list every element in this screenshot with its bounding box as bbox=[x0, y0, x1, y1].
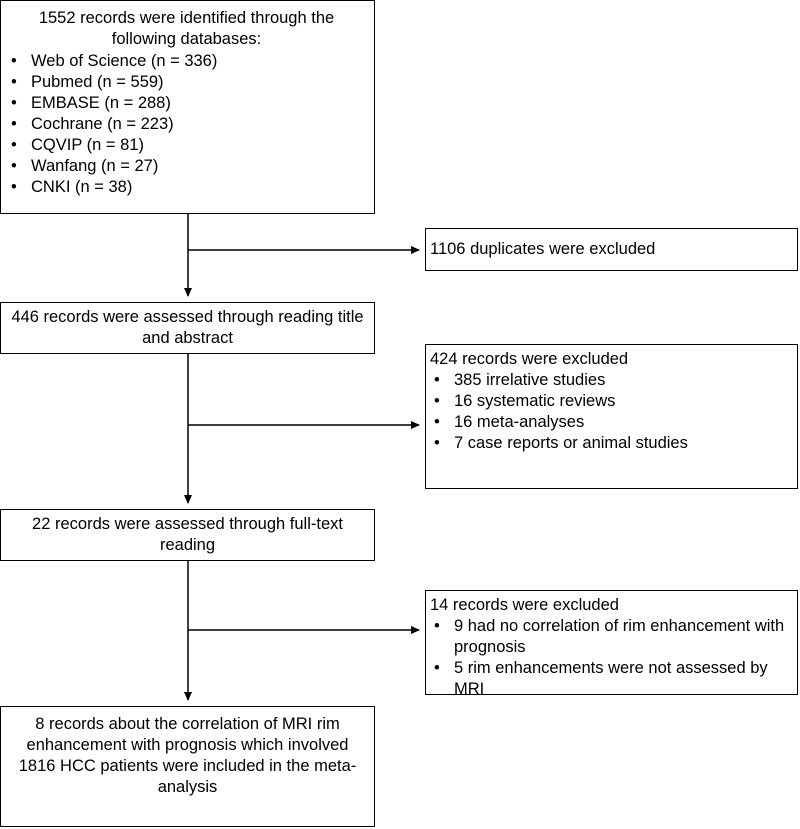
screened-box: 446 records were assessed through readin… bbox=[0, 302, 375, 354]
database-item: •Web of Science (n = 336) bbox=[11, 52, 218, 70]
included-text: 8 records about the correlation of MRI r… bbox=[18, 715, 357, 796]
screened-text: 446 records were assessed through readin… bbox=[11, 308, 364, 347]
database-item: •Wanfang (n = 27) bbox=[11, 157, 159, 175]
exclusion-reason-item: •385 irrelative studies bbox=[434, 371, 606, 389]
exclusion-reason-item: •16 meta-analyses bbox=[434, 413, 585, 431]
exclusion-reason-item: •7 case reports or animal studies bbox=[434, 434, 688, 452]
excluded-screen-box: 424 records were excluded •385 irrelativ… bbox=[425, 344, 798, 489]
included-box: 8 records about the correlation of MRI r… bbox=[0, 706, 375, 827]
database-item: •Cochrane (n = 223) bbox=[11, 115, 174, 133]
duplicates-box: 1106 duplicates were excluded bbox=[425, 228, 798, 271]
fulltext-text: 22 records were assessed through full-te… bbox=[32, 515, 343, 554]
excluded-screen-heading: 424 records were excluded bbox=[430, 350, 629, 368]
identified-box: 1552 records were identified through the… bbox=[0, 0, 375, 214]
excluded-screen-list: •385 irrelative studies •16 systematic r… bbox=[430, 370, 793, 454]
database-item: •CQVIP (n = 81) bbox=[11, 136, 144, 154]
identified-heading: 1552 records were identified through the… bbox=[38, 9, 335, 48]
excluded-fulltext-list: •9 had no correlation of rim enhancement… bbox=[430, 616, 793, 700]
database-list: •Web of Science (n = 336) •Pubmed (n = 5… bbox=[7, 51, 366, 198]
exclusion-reason-item: •16 systematic reviews bbox=[434, 392, 616, 410]
database-item: •Pubmed (n = 559) bbox=[11, 73, 164, 91]
exclusion-reason-item: •5 rim enhancements were not assessed by… bbox=[434, 659, 768, 698]
database-item: •CNKI (n = 38) bbox=[11, 178, 133, 196]
duplicates-text: 1106 duplicates were excluded bbox=[430, 240, 656, 258]
excluded-fulltext-box: 14 records were excluded •9 had no corre… bbox=[425, 590, 798, 698]
exclusion-reason-item: •9 had no correlation of rim enhancement… bbox=[434, 617, 785, 656]
database-item: •EMBASE (n = 288) bbox=[11, 94, 171, 112]
excluded-fulltext-heading: 14 records were excluded bbox=[430, 596, 619, 614]
fulltext-box: 22 records were assessed through full-te… bbox=[0, 509, 375, 561]
